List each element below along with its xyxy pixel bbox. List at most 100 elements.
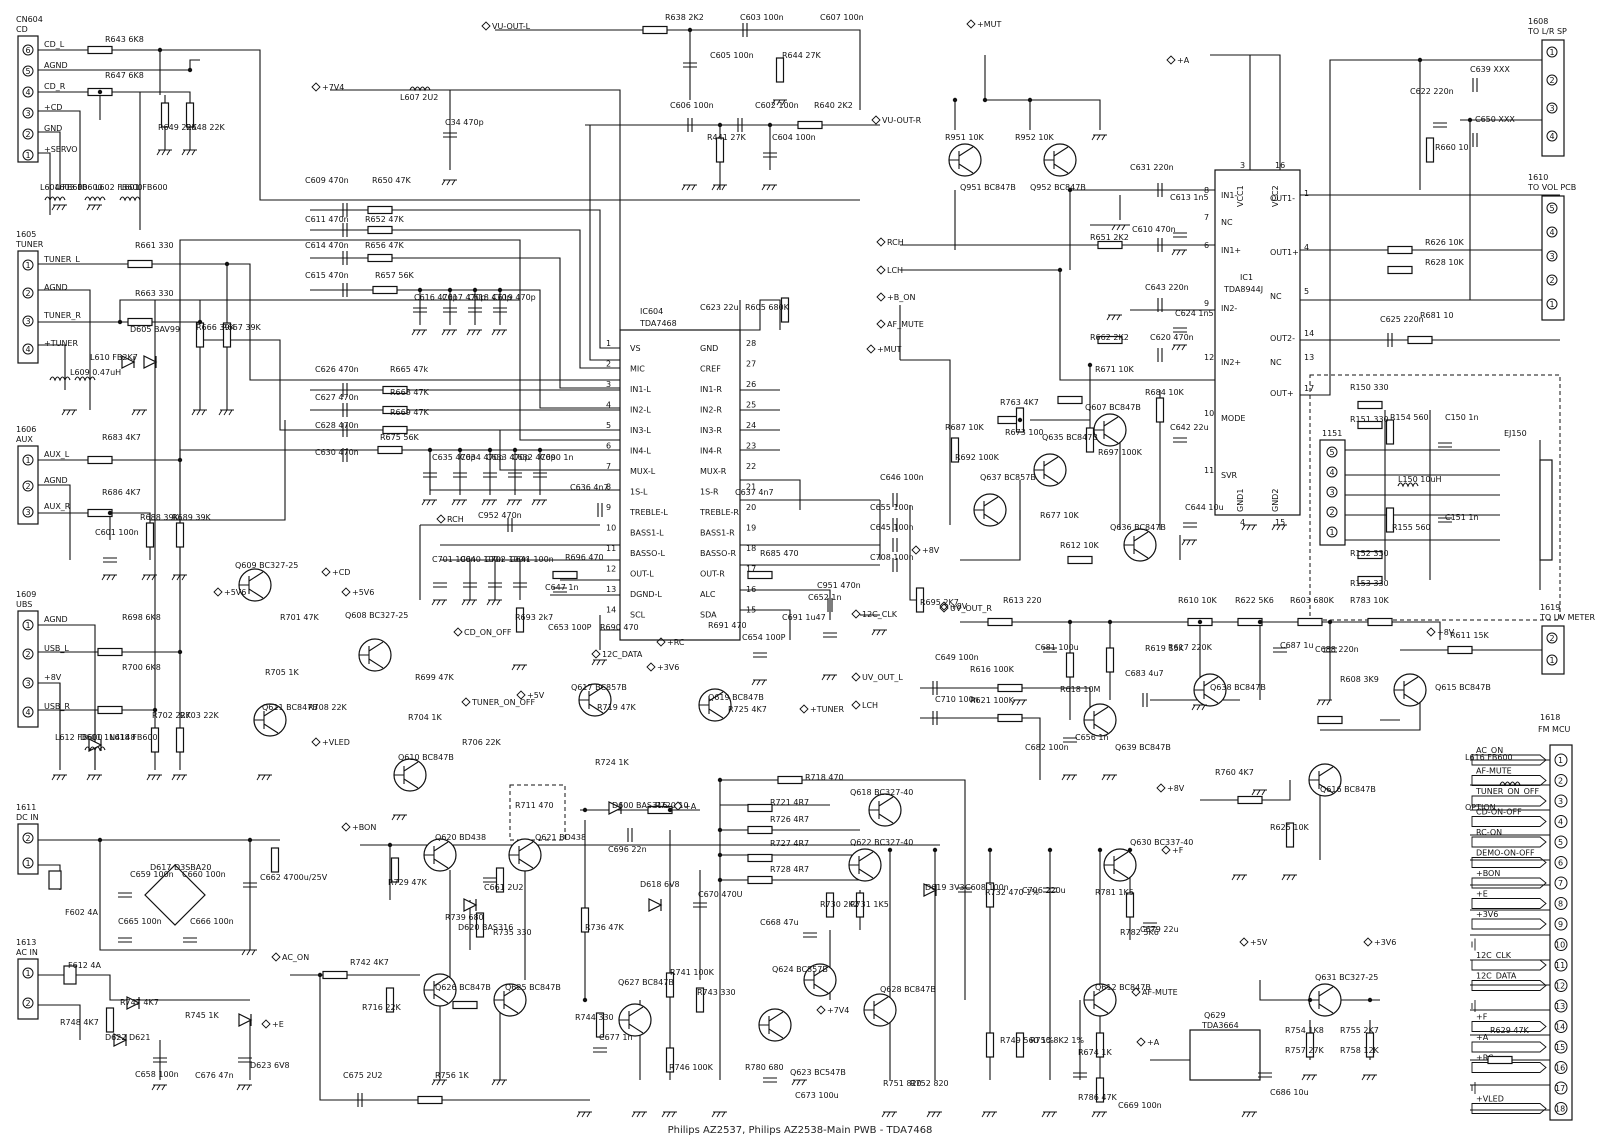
connector-pin [1326, 506, 1338, 518]
capacitor-icon [1173, 232, 1187, 238]
connector-pin [22, 480, 34, 492]
ic604-pin-name: IN3-L [630, 426, 651, 435]
ground-icon [461, 599, 477, 606]
component-label: D605 BAV99 [130, 325, 180, 334]
ic604-pin-number: 9 [606, 503, 611, 512]
ground-icon [1361, 1074, 1377, 1081]
connector-pin-number: 3 [26, 109, 31, 118]
mcu-pin-label: +F [1476, 1013, 1488, 1022]
connector-ref: CN604 [16, 15, 43, 24]
connector-ref: 1619 [1540, 603, 1560, 612]
ic604-pin-number: 17 [746, 565, 756, 574]
component-label: R621 100K [970, 696, 1015, 705]
connector-subtitle: AUX [16, 435, 33, 444]
resistor-icon [150, 727, 160, 753]
capacitor-icon [342, 383, 348, 397]
mcu-net-flag [1471, 1103, 1547, 1114]
ground-icon [771, 99, 787, 106]
component-label: R674 1K [1078, 1048, 1112, 1057]
transistor-lead-icon [949, 146, 974, 174]
component-label: R665 47k [390, 365, 429, 374]
resistor-icon [452, 1000, 478, 1010]
capacitor-icon [493, 307, 507, 313]
component-label: D618 6V8 [640, 880, 680, 889]
ground-icon [486, 599, 502, 606]
component-label: R700 6K8 [122, 663, 161, 672]
mcu-pin [1554, 794, 1568, 808]
junction-dot [582, 997, 588, 1003]
ic604-pin-number: 26 [746, 380, 756, 389]
mcu-pin-number: 2 [1558, 777, 1563, 786]
component-label: R742 4K7 [350, 958, 389, 967]
resistor-icon [642, 25, 668, 35]
mcu-ref: 1618 [1540, 713, 1560, 722]
resistor-icon [1357, 550, 1383, 560]
mcu-pin [1554, 958, 1568, 972]
connector-pin [22, 677, 34, 689]
component-label: C632 470p [512, 453, 556, 462]
capacitor-icon [238, 1057, 252, 1063]
component-label: R663 330 [135, 289, 174, 298]
capacitor-icon [1438, 442, 1452, 448]
net-label: +B_ON [887, 293, 915, 302]
net-label: +MUT [977, 20, 1001, 29]
connector-pin-label: AGND [44, 476, 68, 485]
capacitor-icon [1323, 647, 1337, 653]
component-label: L604 FB600 [40, 183, 88, 192]
connector-ref: 1613 [16, 938, 36, 947]
resistor-icon [270, 847, 280, 873]
mcu-pin [1554, 835, 1568, 849]
component-label: R613 220 [1003, 596, 1042, 605]
junction-dot [1257, 619, 1263, 625]
capacitor-icon [118, 937, 132, 943]
transistor-lead-icon [359, 641, 384, 669]
transistor-lead-icon [424, 841, 449, 869]
junction-dot [157, 47, 163, 53]
capacitor-icon [827, 598, 833, 612]
component-label: R619 15K [1145, 644, 1185, 653]
resistor-icon [97, 647, 123, 657]
q629-part: TDA3664 [1201, 1021, 1239, 1030]
ground-icon [1106, 314, 1122, 321]
component-label: L607 2U2 [400, 93, 438, 102]
fuse-icon [63, 965, 77, 985]
diode-icon [463, 898, 478, 912]
ground-icon [146, 774, 162, 781]
connector-pin [22, 997, 34, 1009]
mcu-pin-label: AC_ON [1476, 746, 1503, 755]
component-label: Q637 BC857B [980, 473, 1036, 482]
junction-dot [717, 877, 723, 883]
ic604-ref: IC604 [640, 307, 663, 316]
net-flag-icon [851, 672, 861, 682]
component-label: Q609 BC327-25 [235, 561, 298, 570]
component-label: R739 680 [445, 913, 484, 922]
resistor-icon [695, 987, 705, 1013]
connector-ref: 1610 [1528, 173, 1548, 182]
ground-icon [421, 499, 437, 506]
capacitor-icon [1157, 298, 1163, 312]
component-label: R647 6K8 [105, 71, 144, 80]
ground-icon [431, 1079, 447, 1086]
net-flag-icon [876, 292, 886, 302]
connector-pin [22, 86, 34, 98]
junction-dot [1027, 97, 1033, 103]
resistor-icon [417, 1095, 443, 1105]
connector-pin-number: 2 [26, 482, 31, 491]
component-label: R681 10 [1420, 311, 1454, 320]
component-label: F612 4A [68, 961, 102, 970]
ic1-pin-number: 14 [1304, 329, 1314, 338]
component-label: R782 5K6 [1120, 928, 1159, 937]
net-label: +BON [352, 823, 376, 832]
capacitor-icon [103, 557, 117, 563]
ic604-pin-number: 5 [606, 421, 611, 430]
capacitor-icon [683, 62, 697, 68]
net-flag-icon [939, 601, 949, 611]
net-flag-icon [656, 637, 666, 647]
ground-icon [1091, 1111, 1107, 1118]
diode-icon [923, 883, 938, 897]
ic1-pin-number: 6 [1204, 241, 1209, 250]
junction-dot [717, 852, 723, 858]
ic1-pin-number: 8 [1204, 186, 1209, 195]
net-label: +3V6 [657, 663, 679, 672]
component-label: R640 2K2 [814, 101, 853, 110]
